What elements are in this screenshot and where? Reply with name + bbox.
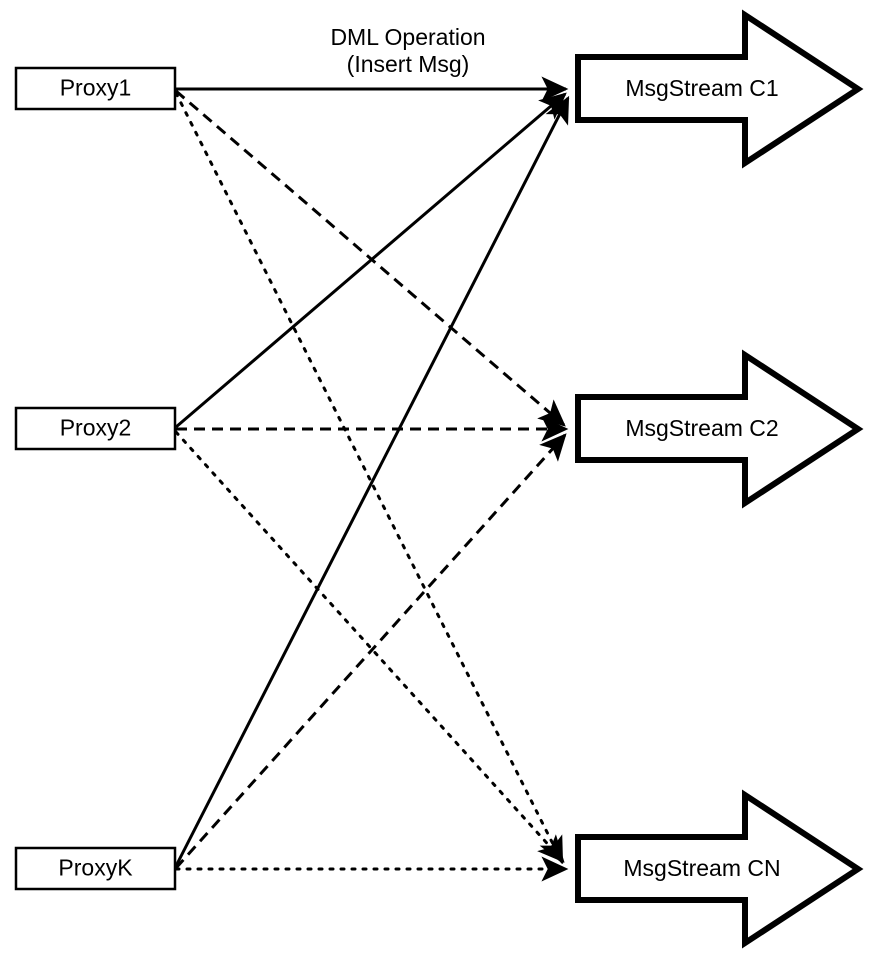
proxy2-label: Proxy2	[60, 415, 132, 441]
msgstream-c2-arrow-icon[interactable]	[575, 349, 864, 509]
proxyk-label: ProxyK	[58, 855, 133, 881]
proxyk-box[interactable]	[14, 846, 177, 891]
proxy-node-proxy1[interactable]: Proxy1	[14, 66, 177, 111]
edge-proxyk-to-c2[interactable]	[174, 433, 567, 870]
edge-group	[174, 76, 570, 882]
edge-proxy1-to-cn[interactable]	[174, 91, 564, 865]
edge-proxy2-to-cn[interactable]	[174, 430, 565, 863]
edge-proxy1-to-c2[interactable]	[175, 89, 566, 427]
dml-operation-annotation: DML Operation (Insert Msg)	[330, 24, 485, 77]
proxy1-box[interactable]	[14, 66, 177, 111]
annotation-line-1: DML Operation	[330, 24, 485, 50]
proxy2-box[interactable]	[14, 406, 177, 451]
msgstream-node-c2[interactable]: MsgStream C2	[575, 349, 864, 509]
msgstream-cn-arrow-icon[interactable]	[575, 789, 864, 949]
msgstream-cn-label: MsgStream CN	[623, 855, 780, 881]
edge-proxy2-to-c1[interactable]	[175, 92, 567, 429]
msgstream-c2-label: MsgStream C2	[625, 415, 778, 441]
msgstream-node-c1[interactable]: MsgStream C1	[575, 9, 864, 169]
edge-proxyk-to-c1[interactable]	[174, 95, 570, 867]
annotation-line-2: (Insert Msg)	[347, 51, 470, 77]
proxy-node-group: Proxy1 Proxy2 ProxyK	[14, 66, 177, 891]
msgstream-c1-arrow-icon[interactable]	[575, 9, 864, 169]
msgstream-group: MsgStream C1 MsgStream C2 MsgStream CN	[575, 9, 864, 949]
proxy-node-proxyk[interactable]: ProxyK	[14, 846, 177, 891]
msgstream-node-cn[interactable]: MsgStream CN	[575, 789, 864, 949]
msgstream-c1-label: MsgStream C1	[625, 75, 778, 101]
proxy-node-proxy2[interactable]: Proxy2	[14, 406, 177, 451]
proxy1-label: Proxy1	[60, 75, 132, 101]
